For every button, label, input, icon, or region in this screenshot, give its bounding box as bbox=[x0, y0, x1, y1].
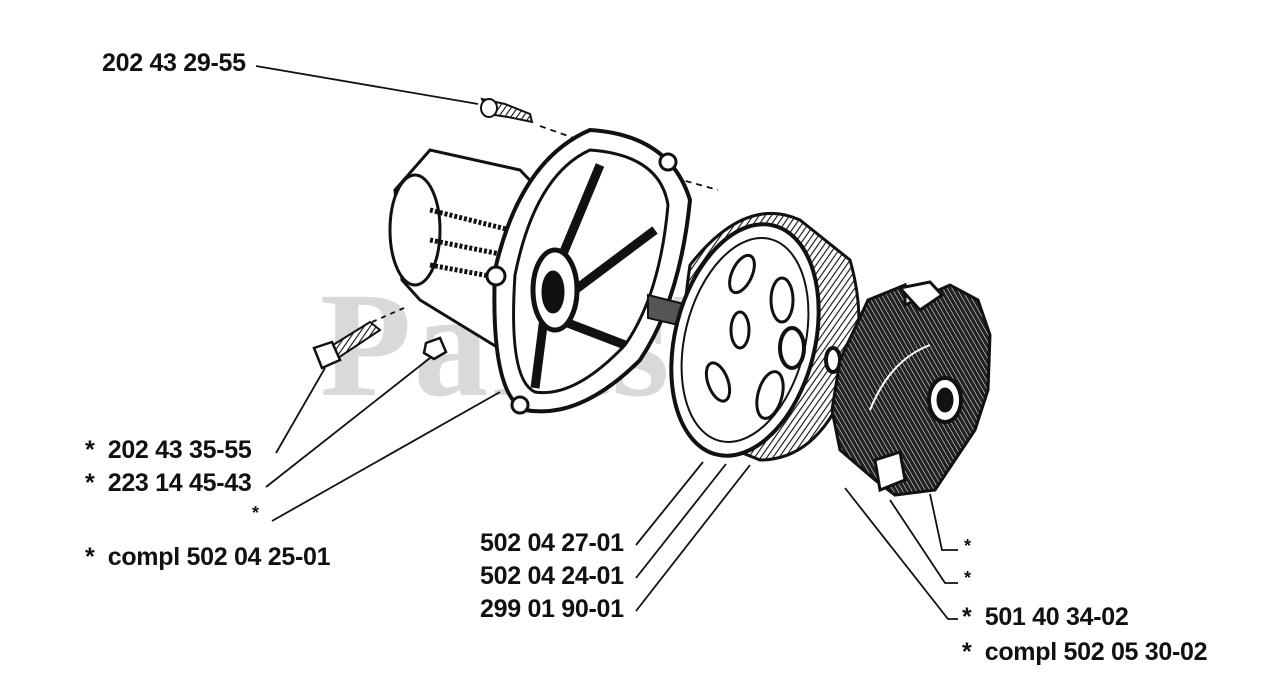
part-number-drum-2: 502 04 24-01 bbox=[480, 562, 624, 590]
part-number-clutch-compl: * compl 502 05 30-02 bbox=[962, 638, 1208, 666]
leader-screw-top-dash bbox=[539, 125, 586, 143]
leader-screw-left bbox=[275, 367, 326, 454]
part-number-drum-1: 502 04 27-01 bbox=[480, 529, 624, 557]
asterisk-mid: * bbox=[252, 503, 259, 523]
leader-star-right-2 bbox=[889, 499, 958, 584]
leader-star-right-1 bbox=[929, 493, 958, 551]
clutch-housing bbox=[388, 127, 701, 415]
top-screw bbox=[480, 97, 534, 124]
leader-screw-top bbox=[255, 65, 479, 105]
leader-screw-left-dash bbox=[371, 307, 405, 323]
part-number-screw-left: * 202 43 35-55 bbox=[85, 436, 252, 464]
asterisk-right-1: * bbox=[964, 536, 971, 556]
leader-drum-1 bbox=[635, 461, 704, 546]
leader-nut bbox=[265, 357, 431, 488]
left-screw bbox=[312, 320, 382, 370]
clutch-shoes bbox=[830, 280, 992, 497]
part-number-housing-compl: * compl 502 04 25-01 bbox=[85, 543, 331, 571]
part-number-screw-top: 202 43 29-55 bbox=[102, 49, 246, 77]
asterisk-right-2: * bbox=[964, 568, 971, 588]
leader-drum-3 bbox=[635, 464, 751, 612]
part-number-drum-3: 299 01 90-01 bbox=[480, 595, 624, 623]
clutch-drum bbox=[669, 211, 861, 462]
leader-clutch bbox=[844, 487, 958, 620]
leader-housing bbox=[271, 391, 501, 522]
leader-drum-2 bbox=[635, 463, 727, 579]
leader-axis-dash bbox=[674, 177, 719, 191]
leader-lines bbox=[255, 65, 958, 620]
nut bbox=[422, 336, 448, 361]
part-number-nut: * 223 14 45-43 bbox=[85, 469, 252, 497]
part-number-clutch: * 501 40 34-02 bbox=[962, 603, 1129, 631]
